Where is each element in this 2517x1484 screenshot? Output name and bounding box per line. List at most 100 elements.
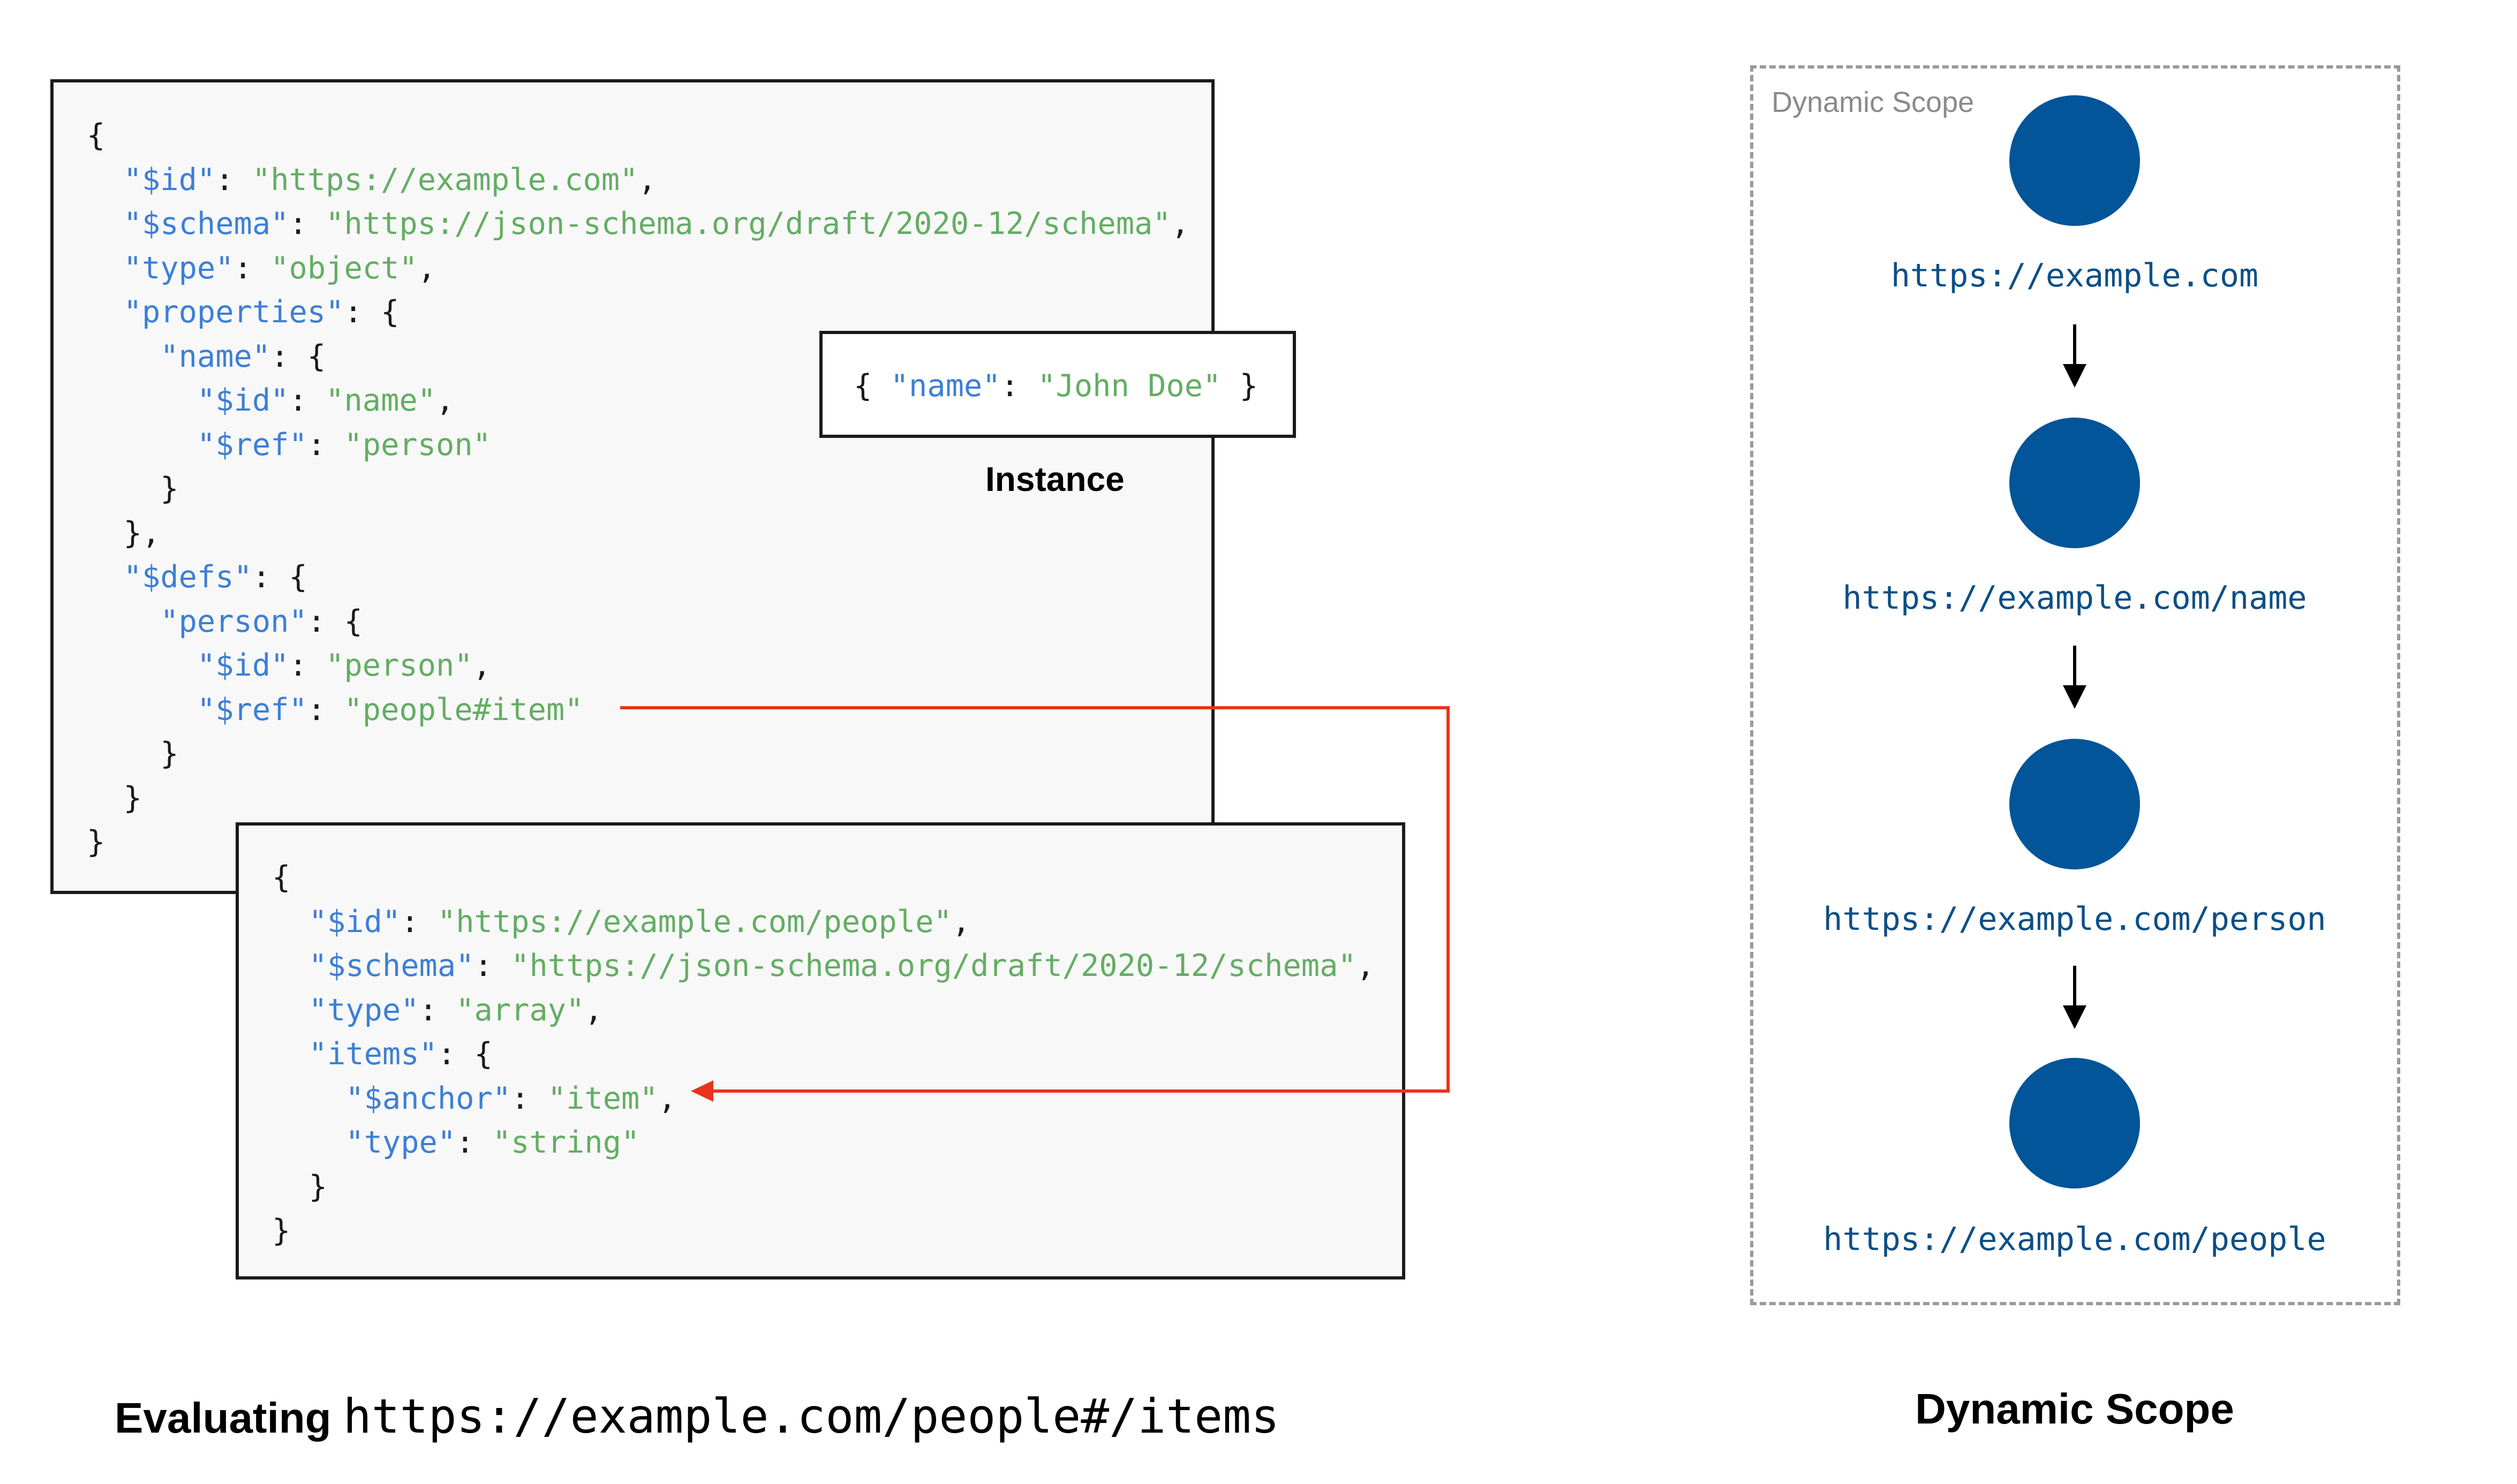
code-punctuation: : { (307, 603, 363, 639)
instance-box: { "name": "John Doe" } (819, 331, 1296, 438)
code-line: "$defs": { (87, 555, 1189, 600)
code-string: "https://example.com" (252, 162, 638, 198)
code-line: { (272, 855, 1375, 900)
code-line: { (87, 113, 1189, 158)
code-string: "string" (492, 1125, 640, 1160)
code-punctuation: : { (344, 294, 400, 330)
code-key: "$defs" (123, 559, 252, 595)
code-line: "type": "object", (87, 246, 1189, 291)
evaluating-label: Evaluating (115, 1394, 331, 1442)
code-line: }, (87, 511, 1189, 556)
code-punctuation: : { (437, 1036, 493, 1072)
code-punctuation: } (87, 736, 179, 771)
code-key: "type" (123, 250, 234, 286)
code-string: "https://example.com/people" (437, 904, 952, 940)
code-key: "$id" (197, 648, 289, 683)
code-key: "$id" (197, 383, 289, 418)
code-line: "$schema": "https://json-schema.org/draf… (87, 202, 1189, 246)
code-string: "item" (547, 1080, 658, 1116)
code-punctuation: , (472, 648, 492, 683)
code-punctuation: } (87, 471, 179, 506)
code-string: "people#item" (344, 692, 583, 728)
code-string: "https://json-schema.org/draft/2020-12/s… (326, 206, 1171, 241)
code-punctuation: : (289, 206, 326, 241)
scope-arrow-1 (2063, 324, 2086, 388)
code-line: "$id": "https://example.com/people", (272, 900, 1375, 944)
dynamic-scope-frame: Dynamic Scope (1750, 65, 2400, 1305)
code-line: "$id": "https://example.com", (87, 158, 1189, 202)
code-line: "items": { (272, 1032, 1375, 1077)
code-punctuation: : (289, 383, 326, 418)
code-key: "type" (345, 1125, 456, 1160)
instance-caption: Instance (985, 460, 1125, 498)
code-punctuation: , (658, 1080, 677, 1116)
code-line: } (87, 776, 1189, 821)
code-punctuation: , (952, 904, 971, 940)
people-schema-box: { "$id": "https://example.com/people", "… (236, 822, 1405, 1279)
code-key: "$id" (123, 162, 216, 198)
code-line: "$ref": "person" (87, 423, 1189, 467)
code-line: } (272, 1165, 1375, 1209)
code-line: "$schema": "https://json-schema.org/draf… (272, 944, 1375, 988)
code-line: } (272, 1209, 1375, 1253)
code-line: "$ref": "people#item" (87, 688, 1189, 732)
code-line: "type": "array", (272, 988, 1375, 1033)
evaluating-url: https://example.com/people#/items (343, 1389, 1280, 1444)
code-punctuation: } (1221, 368, 1258, 404)
code-key: "$schema" (308, 948, 474, 983)
code-string: "person" (344, 427, 491, 463)
code-punctuation: : (474, 948, 511, 983)
code-line: "$id": "name", (87, 378, 1189, 423)
code-punctuation: , (638, 162, 657, 198)
code-key: "$schema" (123, 206, 289, 241)
scope-node-label-4: https://example.com/people (1823, 1221, 2326, 1258)
code-punctuation: : (307, 427, 344, 463)
code-punctuation: : (419, 992, 456, 1028)
code-punctuation: : (307, 692, 344, 728)
code-punctuation: : { (252, 559, 307, 595)
code-punctuation: : (1000, 368, 1038, 404)
code-string: "object" (270, 250, 418, 286)
code-punctuation: , (436, 383, 455, 418)
code-punctuation: } (272, 1169, 327, 1205)
code-key: "$anchor" (345, 1080, 511, 1116)
code-string: "person" (326, 648, 473, 683)
scope-node-label-1: https://example.com (1890, 257, 2259, 294)
code-key: "$ref" (197, 692, 307, 728)
code-punctuation: , (417, 250, 436, 286)
code-key: "items" (308, 1036, 438, 1072)
code-line: "$anchor": "item", (272, 1077, 1375, 1121)
code-punctuation: , (584, 992, 603, 1028)
code-key: "name" (890, 368, 1001, 404)
code-string: "name" (326, 383, 436, 418)
scope-arrow-3 (2063, 966, 2086, 1029)
code-key: "name" (160, 338, 271, 374)
code-line: } (87, 820, 1189, 865)
code-punctuation: , (1171, 206, 1190, 241)
code-punctuation: }, (87, 515, 161, 551)
evaluating-caption: Evaluating https://example.com/people#/i… (115, 1389, 1279, 1444)
dynamic-scope-frame-label: Dynamic Scope (1772, 86, 1975, 118)
code-string: "array" (456, 992, 585, 1028)
code-string: "John Doe" (1037, 368, 1222, 404)
code-punctuation: } (87, 824, 105, 860)
scope-arrow-2 (2063, 646, 2086, 709)
code-key: "person" (160, 603, 307, 639)
main-schema-box: { "$id": "https://example.com", "$schema… (50, 79, 1215, 894)
code-punctuation: : (289, 648, 326, 683)
code-punctuation: : (511, 1080, 548, 1116)
scope-node-2 (2009, 418, 2140, 548)
code-punctuation: } (272, 1213, 291, 1248)
code-string: "https://json-schema.org/draft/2020-12/s… (511, 948, 1357, 983)
code-punctuation: : { (270, 338, 326, 374)
code-punctuation: : (233, 250, 271, 286)
code-line: "properties": { (87, 290, 1189, 335)
code-line: } (87, 732, 1189, 776)
scope-node-3 (2009, 739, 2140, 869)
code-punctuation: } (87, 780, 142, 816)
code-key: "type" (308, 992, 419, 1028)
code-punctuation: : (401, 904, 438, 940)
code-key: "$ref" (197, 427, 307, 463)
